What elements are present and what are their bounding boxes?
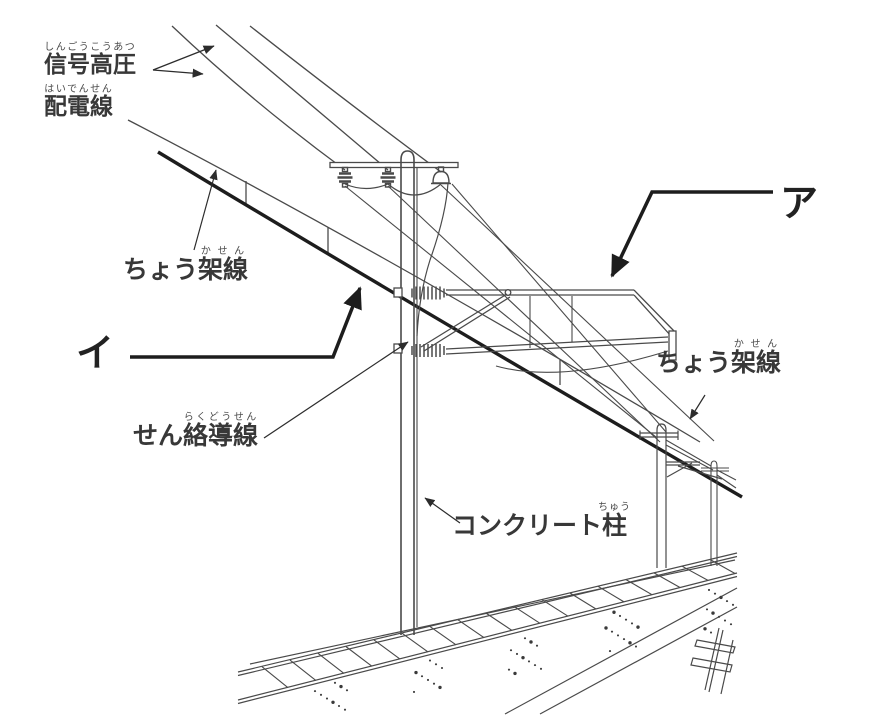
leader-catenary-right	[689, 394, 706, 420]
bracket-verticals	[529, 296, 573, 348]
track-ties	[261, 559, 736, 689]
ballast-edge	[249, 559, 736, 665]
distant-pole-2	[665, 439, 737, 566]
signal-wire-1	[171, 25, 346, 171]
label-concrete-pole: コンクリート柱ちゅう	[452, 502, 632, 540]
contact-wire-thick	[157, 150, 743, 499]
upper-tube	[446, 289, 634, 296]
rails	[237, 552, 738, 705]
insulators	[337, 166, 451, 196]
far-track-rails	[504, 587, 738, 715]
strut	[420, 293, 511, 352]
label-marker-i: イ	[76, 331, 115, 375]
track	[237, 552, 738, 715]
steady-sag-wire	[495, 350, 669, 373]
messenger-wire	[127, 119, 701, 443]
lower-tube	[445, 336, 669, 355]
leader-interconnect	[263, 341, 409, 439]
label-catenary-left: ちょう架線かせん	[123, 246, 249, 284]
leader-marker-a	[610, 190, 773, 278]
crossarm	[329, 161, 459, 169]
sag-wire-1	[344, 183, 389, 190]
signal-wire-3	[249, 25, 442, 173]
ballast-dots	[313, 588, 735, 711]
end-bar	[668, 330, 677, 361]
leader-marker-i	[130, 286, 362, 359]
leader-signal-1	[152, 45, 215, 71]
leader-catenary-left	[193, 169, 218, 251]
insulator-1	[337, 166, 353, 188]
track-fragment	[690, 627, 736, 695]
signal-distribution-wires	[171, 24, 442, 173]
signal-wire-2	[215, 24, 389, 171]
concrete-pole-shape	[400, 150, 418, 635]
distant-pole-1	[639, 423, 723, 568]
label-interconnect-wire: せん絡導線らくどうせん	[133, 412, 259, 450]
cantilever-bracket	[393, 286, 677, 373]
label-catenary-right: ちょう架線かせん	[656, 339, 782, 377]
insulator-3	[431, 166, 451, 185]
bracket-coils	[411, 286, 445, 357]
bracket-fitting-upper	[393, 287, 403, 298]
upper-tube-end	[633, 289, 676, 337]
leader-signal-2	[152, 68, 204, 78]
label-marker-a: ア	[780, 181, 819, 225]
insulator-2	[380, 166, 396, 188]
label-signal-high-voltage: 信号高圧しんごうこうあつ 配電線はいでんせん	[44, 42, 136, 120]
leader-lines	[130, 45, 773, 524]
wire-fan	[344, 183, 715, 443]
interconnect-wire	[416, 182, 449, 337]
leader-concrete-pole	[424, 497, 461, 524]
